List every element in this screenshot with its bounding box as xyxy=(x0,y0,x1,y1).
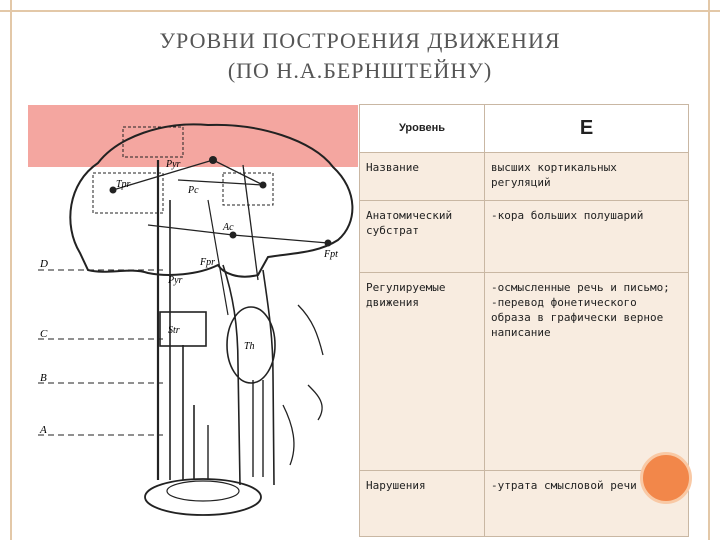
level-info-table: Уровень Е Название высших кортикальных р… xyxy=(359,104,689,537)
label-ac: Ac xyxy=(222,222,234,233)
label-pc: Pc xyxy=(187,185,199,196)
label-pyr1: Pyr xyxy=(165,159,181,170)
row-label: Название xyxy=(359,152,485,201)
level-label-b: B xyxy=(40,372,47,384)
level-label-c: C xyxy=(40,328,48,340)
row-value: -осмысленные речь и письмо; -перевод фон… xyxy=(484,272,689,471)
level-label-d: D xyxy=(39,258,48,270)
row-label: Анатомический субстрат xyxy=(359,200,485,273)
label-th: Th xyxy=(244,341,255,352)
row-value: высших кортикальных регуляций xyxy=(484,152,689,201)
header-value: Е xyxy=(484,104,689,153)
frame-line-left xyxy=(10,0,12,540)
decorative-circle xyxy=(640,452,692,504)
label-pyr2: Pyr xyxy=(167,275,183,286)
thalamus-shape xyxy=(226,306,276,384)
spinal-base xyxy=(144,478,262,516)
brain-outline xyxy=(69,123,354,278)
header-label: Уровень xyxy=(359,104,485,153)
row-label: Нарушения xyxy=(359,470,485,537)
label-fpt: Fpt xyxy=(323,249,338,260)
label-str: Str xyxy=(168,325,180,336)
row-label: Регулируемые движения xyxy=(359,272,485,471)
striatum-box xyxy=(159,311,207,347)
frame-line-right xyxy=(708,0,710,540)
frame-line-top xyxy=(0,10,720,12)
label-fpr: Fpr xyxy=(199,257,215,268)
bernstein-diagram: Pyr Pc Tpr Ac Pyr Fpr Fpt Str Th D C B A xyxy=(28,105,358,516)
label-tpr: Tpr xyxy=(116,179,131,190)
level-label-a: A xyxy=(39,424,47,436)
row-value: -кора больших полушарий xyxy=(484,200,689,273)
slide-title: УРОВНИ ПОСТРОЕНИЯ ДВИЖЕНИЯ xyxy=(159,28,561,53)
level-e-highlight xyxy=(28,105,358,167)
slide-subtitle: (ПО Н.А.БЕРНШТЕЙНУ) xyxy=(227,58,493,83)
